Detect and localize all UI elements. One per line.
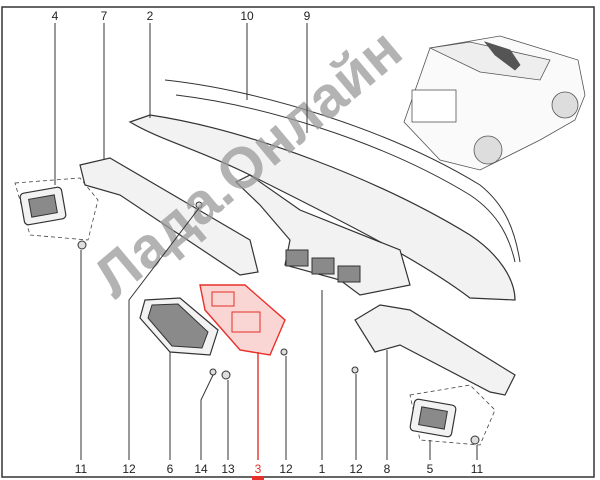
- air-duct-3-highlighted[interactable]: [199, 284, 286, 356]
- callout-5[interactable]: 5: [427, 462, 434, 476]
- callout-7[interactable]: 7: [101, 9, 108, 23]
- vehicle-thumbnail: [403, 35, 586, 171]
- callout-14[interactable]: 14: [194, 462, 208, 476]
- callout-9[interactable]: 9: [304, 9, 311, 23]
- side-duct-8: [354, 304, 516, 396]
- bottom-callouts: 11 12 6 14 13 3 12 1 12 8 5 11: [75, 462, 484, 476]
- callout-11[interactable]: 11: [75, 462, 88, 476]
- callout-12[interactable]: 12: [349, 462, 363, 476]
- dashboard-panel-2: [128, 114, 516, 301]
- selected-marker: [252, 476, 264, 480]
- callout-12[interactable]: 12: [122, 462, 136, 476]
- central-vents: [285, 249, 361, 283]
- callout-2[interactable]: 2: [147, 9, 154, 23]
- top-callouts: 4 7 2 10 9: [52, 9, 311, 23]
- air-vent-6: [139, 297, 219, 356]
- callout-8[interactable]: 8: [384, 462, 391, 476]
- trim-strip-9: [164, 79, 521, 263]
- leader-lines: [54, 23, 478, 460]
- callout-13[interactable]: 13: [221, 462, 235, 476]
- callout-10[interactable]: 10: [240, 9, 254, 23]
- callout-1[interactable]: 1: [319, 462, 326, 476]
- callout-11[interactable]: 11: [471, 462, 484, 476]
- trim-strip-10: [175, 94, 516, 263]
- air-vent-5: [409, 398, 457, 438]
- callout-3-selected[interactable]: 3: [255, 462, 262, 476]
- callout-12[interactable]: 12: [279, 462, 293, 476]
- central-duct-1: [234, 174, 411, 296]
- side-duct-7: [79, 157, 259, 276]
- callout-4[interactable]: 4: [52, 9, 59, 23]
- air-vent-4: [19, 186, 67, 226]
- callout-6[interactable]: 6: [167, 462, 174, 476]
